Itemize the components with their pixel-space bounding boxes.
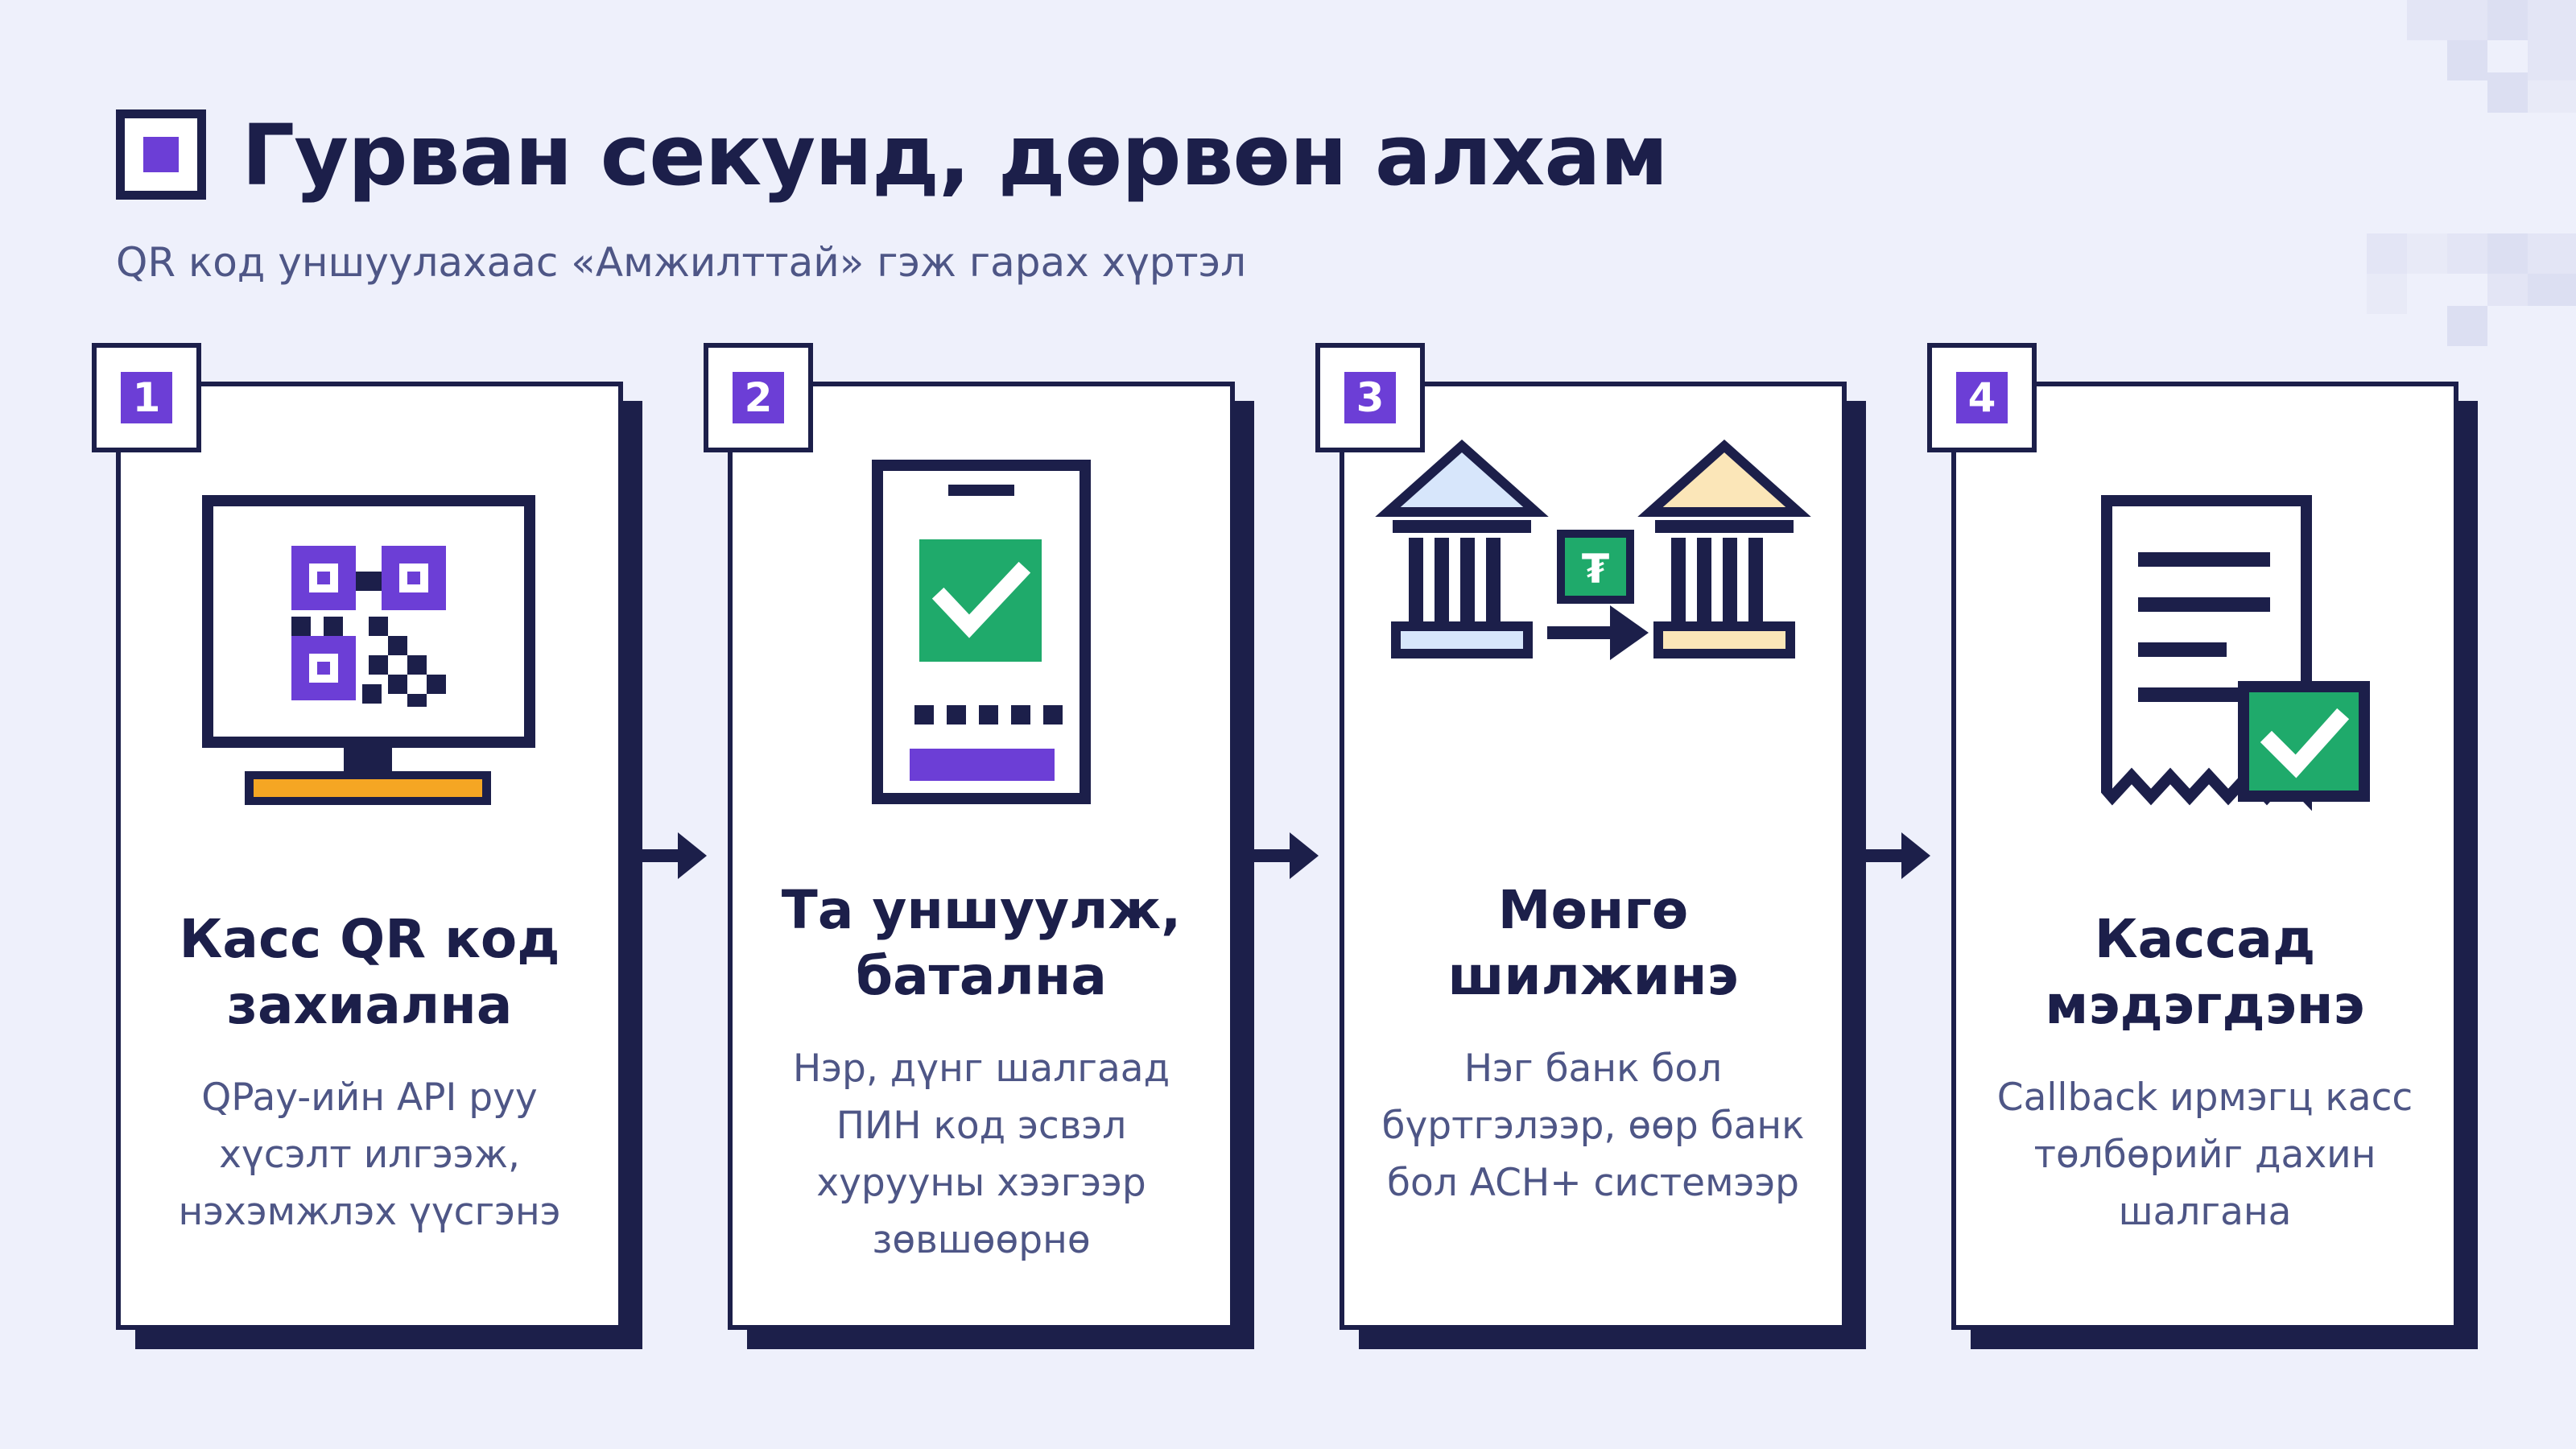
step-title: Кассад мэдэгдэнэ — [2045, 908, 2365, 1036]
arrow-right-icon — [642, 832, 707, 879]
page-subtitle: QR код уншуулахаас «Амжилттай» гэж гарах… — [116, 239, 1247, 286]
decorative-pixels — [2367, 0, 2576, 346]
step-number-badge: 4 — [1927, 343, 2037, 452]
step-description: Callback ирмэгц касс төлбөрийг дахин шал… — [1996, 1075, 2413, 1234]
monitor-qr-icon — [202, 495, 535, 805]
phone-check-icon — [872, 460, 1091, 804]
step-title: Та уншуулж, батална — [781, 879, 1182, 1007]
step-card-1: 1 Касс QR код захиална QPay-ийн API руу … — [92, 343, 642, 1349]
step-number: 3 — [1344, 372, 1396, 423]
step-number-badge: 3 — [1315, 343, 1425, 452]
step-description: Нэг банк бол бүртгэлээр, өөр банк бол AC… — [1381, 1046, 1805, 1205]
step-title: Мөнгө шилжинэ — [1447, 879, 1739, 1007]
arrow-right-icon — [1254, 832, 1319, 879]
step-number: 4 — [1956, 372, 2008, 423]
page-title: Гурван секунд, дөрвөн алхам — [242, 106, 1669, 204]
step-card-2: 2 Та уншуулж, батална Нэр, дүнг шалгаад … — [704, 343, 1254, 1349]
logo-square-icon — [116, 109, 206, 200]
arrow-right-icon — [1866, 832, 1930, 879]
step-number: 2 — [733, 372, 784, 423]
bank-building-icon — [1637, 439, 1811, 658]
bank-transfer-icon: ₮ — [1375, 439, 1811, 660]
receipt-check-icon — [2101, 495, 2370, 811]
step-card-3: ₮ 3 Мөнгө шилжинэ Нэг банк бол бүртгэлээ… — [1315, 343, 1866, 1349]
step-number: 1 — [121, 372, 172, 423]
step-description: QPay-ийн API руу хүсэлт илгээж, нэхэмжлэ… — [178, 1075, 561, 1234]
step-description: Нэр, дүнг шалгаад ПИН код эсвэл хурууны … — [792, 1046, 1170, 1262]
step-number-badge: 2 — [704, 343, 813, 452]
tugrik-icon: ₮ — [1582, 546, 1610, 592]
step-number-badge: 1 — [92, 343, 201, 452]
bank-building-icon — [1375, 439, 1549, 658]
step-card-4: 4 Кассад мэдэгдэнэ Callback ирмэгц касс … — [1927, 343, 2478, 1349]
step-title: Касс QR код захиална — [179, 908, 560, 1036]
